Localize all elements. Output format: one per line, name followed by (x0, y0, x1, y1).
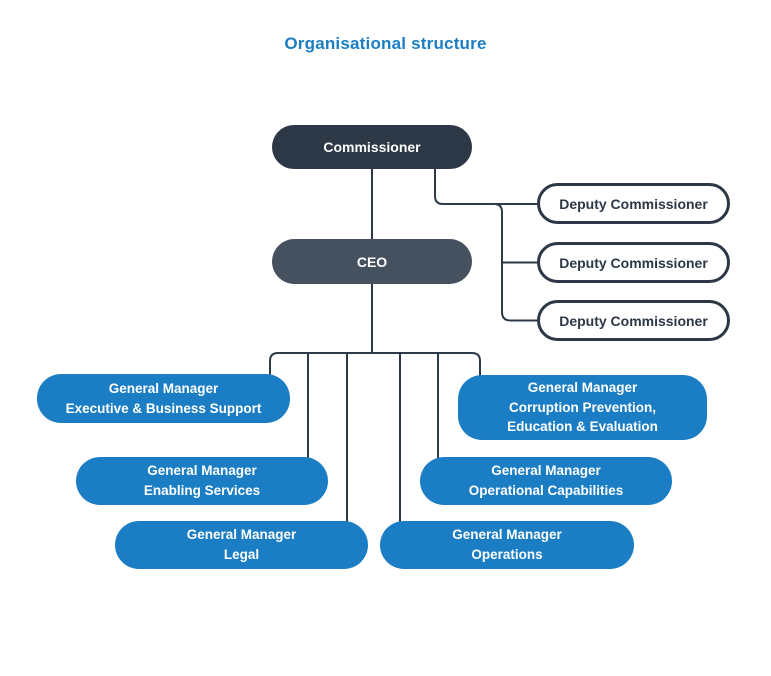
node-ceo: CEO (272, 239, 472, 284)
node-label-line: General Manager (147, 463, 257, 479)
node-label-line: Legal (223, 547, 260, 562)
node-deputy-commissioner-3: Deputy Commissioner (537, 300, 730, 341)
node-label-line: General Manager (108, 380, 219, 396)
node-gm-enabling-services: General Manager Enabling Services (76, 457, 328, 505)
node-label-line: Operational Capabilities (468, 483, 624, 498)
node-deputy-commissioner-2: Deputy Commissioner (537, 242, 730, 283)
node-label-line: Operations (471, 547, 543, 562)
node-label-line: General Manager (186, 527, 297, 543)
node-label: Deputy Commissioner (559, 254, 708, 271)
node-label: Deputy Commissioner (559, 312, 708, 329)
edge-deputy-branch (493, 203, 537, 322)
node-gm-executive-business-support: General Manager Executive & Business Sup… (37, 374, 290, 423)
node-gm-operational-capabilities: General Manager Operational Capabilities (420, 457, 672, 505)
node-label: Commissioner (323, 139, 421, 155)
node-deputy-commissioner-1: Deputy Commissioner (537, 183, 730, 224)
node-label-line: Education & Evaluation (507, 419, 658, 435)
node-label-line: General Manager (491, 463, 601, 479)
node-label: CEO (356, 253, 388, 270)
node-label: Deputy Commissioner (559, 195, 708, 212)
page-title: Organisational structure (284, 34, 487, 53)
edge-commissioner-deputy1 (434, 169, 537, 205)
node-gm-corruption-prevention-education-evaluation: General Manager Corruption Prevention, E… (458, 375, 707, 440)
node-label-line: General Manager (452, 527, 562, 543)
node-commissioner: Commissioner (272, 125, 472, 169)
edge-distribution-bar (269, 352, 481, 376)
node-label-line: General Manager (527, 380, 638, 396)
node-label-line: Executive & Business Support (65, 400, 262, 416)
node-gm-legal: General Manager Legal (115, 521, 368, 569)
node-label-line: Enabling Services (143, 483, 261, 498)
node-gm-operations: General Manager Operations (380, 521, 634, 569)
node-label-line: Corruption Prevention, (508, 399, 656, 415)
